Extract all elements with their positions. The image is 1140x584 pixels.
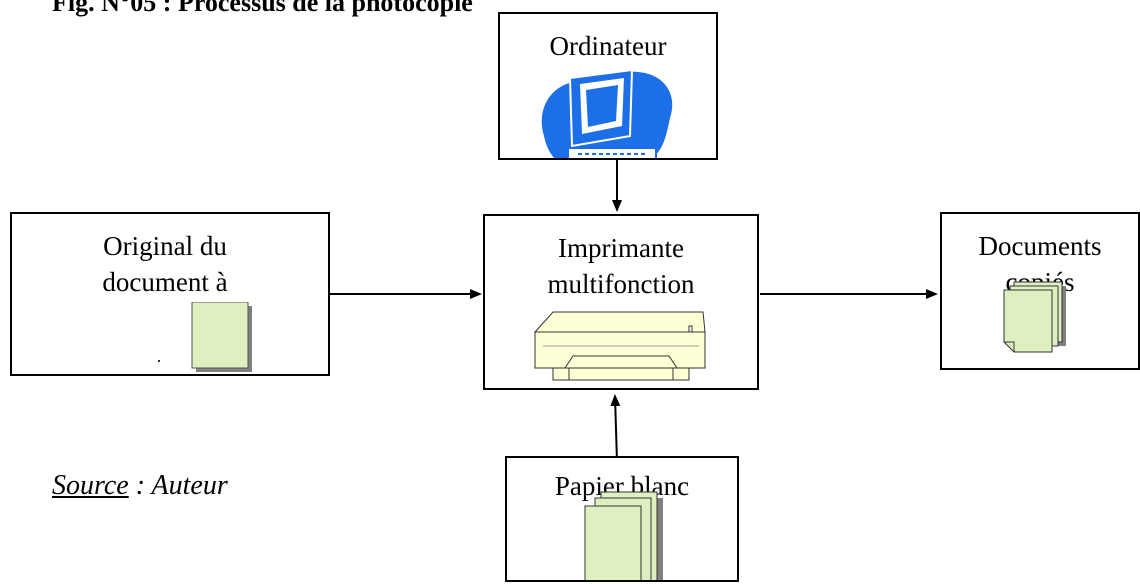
original-document-icon — [191, 302, 252, 372]
computer-label: Ordinateur — [549, 31, 667, 61]
printer-label-line1: Imprimante — [558, 233, 684, 263]
arrow-paper-to-printer — [610, 394, 621, 463]
source-label: Source — [52, 470, 129, 501]
source-author: : Auteur — [128, 470, 228, 501]
blank-paper-node: Papier blanc — [505, 456, 739, 582]
computer-node: Ordinateur — [498, 12, 718, 160]
speck — [158, 360, 160, 362]
source-credit: Source : Auteur — [52, 470, 228, 502]
original-label-line1: Original du — [103, 231, 227, 261]
paper-stack-icon — [584, 491, 663, 580]
printer-icon — [533, 311, 706, 381]
copies-label-line1: Documents — [978, 231, 1102, 261]
computer-icon — [541, 68, 673, 158]
figure-title: Fig. N°05 : Processus de la photocopie — [52, 0, 473, 17]
copied-documents-node: Documents copiés — [940, 212, 1140, 370]
original-document-node: Original du document à — [10, 212, 330, 376]
copied-pages-icon — [1003, 281, 1066, 353]
printer-node: Imprimante multifonction — [483, 214, 759, 390]
printer-label-line2: multifonction — [547, 269, 695, 299]
original-label-line2: document à — [102, 267, 228, 297]
